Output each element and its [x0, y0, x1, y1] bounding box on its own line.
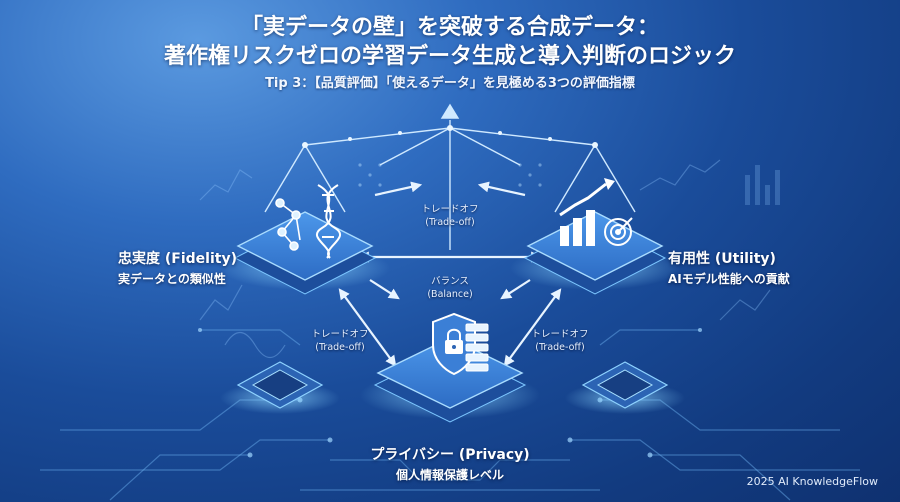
footer-credit: 2025 AI KnowledgeFlow: [746, 475, 878, 488]
utility-description: AIモデル性能への貢献: [668, 272, 790, 286]
tradeoff-label-left: トレードオフ (Trade-off): [300, 328, 380, 354]
database-icon: [465, 323, 489, 372]
bg-charts: [199, 159, 771, 359]
tradeoff-right-en: (Trade-off): [535, 342, 585, 353]
bg-bars: [745, 165, 780, 205]
balance-jp: バランス: [431, 276, 469, 287]
network-nodes-icon: [275, 198, 301, 251]
tradeoff-label-top: トレードオフ (Trade-off): [410, 203, 490, 229]
title-line-2: 著作権リスクゼロの学習データ生成と導入判断のロジック: [163, 44, 736, 69]
tradeoff-left-jp: トレードオフ: [311, 329, 369, 340]
subtitle: Tip 3：【品質評価】「使えるデータ」を見極める3つの評価指標: [265, 76, 635, 91]
balance-label: バランス (Balance): [410, 275, 490, 301]
chip-icon-right: [565, 361, 685, 414]
utility-label: 有用性 (Utility) AIモデル性能への貢献: [668, 248, 790, 287]
fidelity-description: 実データとの類似性: [118, 272, 226, 286]
target-icon: [604, 217, 633, 246]
tradeoff-right-jp: トレードオフ: [531, 329, 589, 340]
relation-arrows: [338, 181, 562, 367]
circuit-traces: [40, 329, 860, 501]
fidelity-title: 忠実度 (Fidelity): [118, 251, 237, 267]
tradeoff-top-jp: トレードオフ: [421, 204, 479, 215]
privacy-description: 個人情報保護レベル: [395, 468, 504, 482]
title-line-1: 「実データの壁」を突破する合成データ：: [240, 15, 659, 40]
privacy-label: プライバシー (Privacy) 個人情報保護レベル: [360, 444, 540, 483]
balance-scale-icon: [264, 103, 636, 250]
bg-dots: [358, 163, 542, 187]
tradeoff-left-en: (Trade-off): [315, 342, 365, 353]
dna-icon: [315, 184, 342, 259]
bar-chart-icon: [559, 178, 615, 246]
utility-title: 有用性 (Utility): [668, 251, 776, 267]
scale-nodes: [302, 125, 598, 148]
fidelity-label: 忠実度 (Fidelity) 実データとの類似性: [118, 248, 237, 287]
platform-fidelity: [220, 211, 390, 295]
balance-en: (Balance): [427, 289, 473, 300]
chip-icon-left: [220, 361, 340, 414]
tradeoff-top-en: (Trade-off): [425, 217, 475, 228]
privacy-title: プライバシー (Privacy): [370, 447, 530, 463]
tradeoff-label-right: トレードオフ (Trade-off): [520, 328, 600, 354]
